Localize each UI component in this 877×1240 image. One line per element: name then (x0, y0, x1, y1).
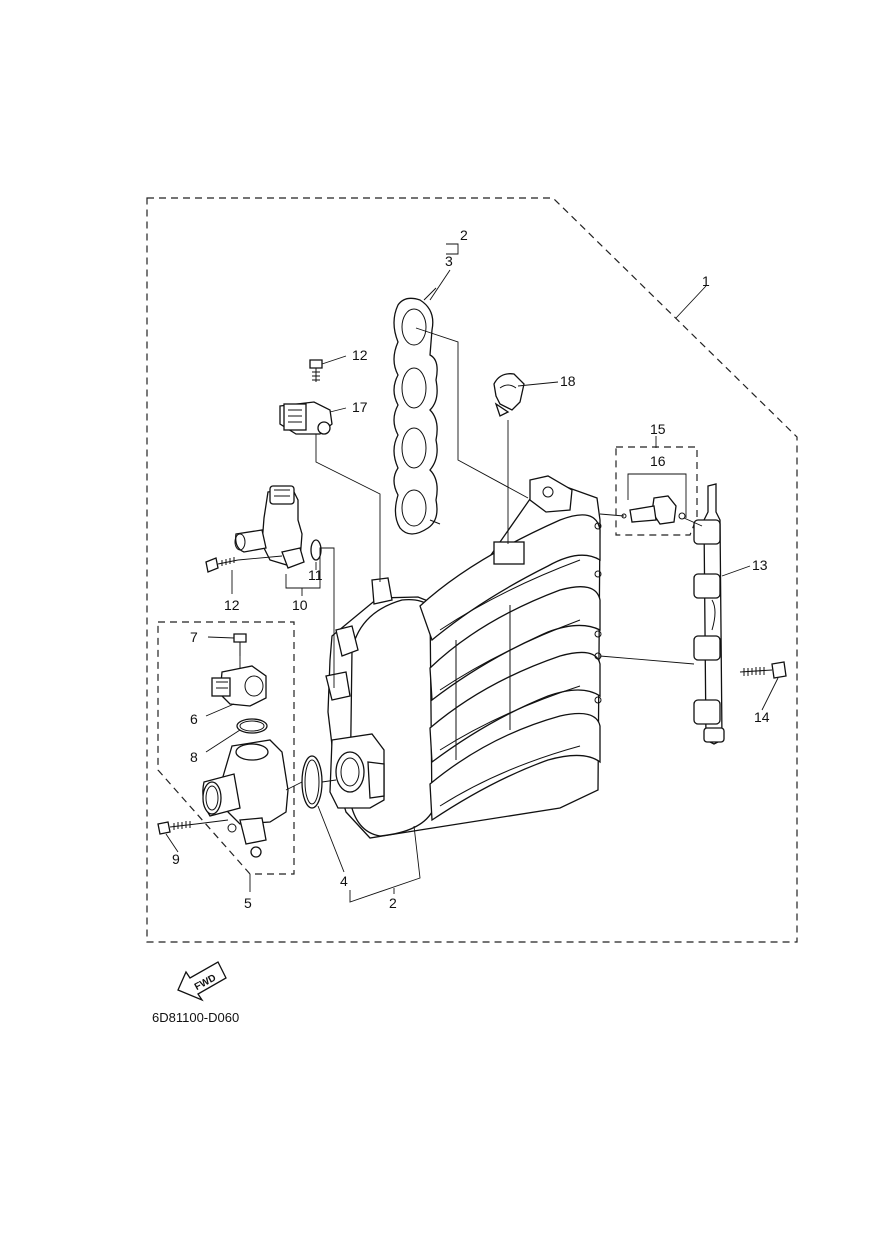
callout-14: 14 (754, 709, 770, 725)
callout-7: 7 (190, 629, 198, 645)
callout-15: 15 (650, 421, 666, 437)
idle-air-control-valve (234, 485, 322, 569)
fwd-arrow: FWD (177, 961, 227, 1002)
callout-11: 11 (308, 567, 323, 583)
callout-17: 17 (352, 399, 368, 415)
intake-manifold (325, 475, 602, 839)
callout-3: 3 (445, 253, 453, 269)
callout-4: 4 (340, 873, 348, 889)
callout-8: 8 (190, 749, 198, 765)
callout-16: 16 (650, 453, 666, 469)
throttle-position-sensor (211, 665, 267, 707)
throttle-body (202, 739, 289, 858)
callout-12-left: 12 (224, 597, 240, 613)
callout-6: 6 (190, 711, 198, 727)
clamp-part (493, 373, 525, 417)
diagram-code: 6D81100-D060 (152, 1010, 239, 1025)
callout-2-bottom: 2 (389, 895, 397, 911)
bolt-top (309, 359, 323, 382)
sensor-part (279, 401, 333, 435)
callout-18: 18 (560, 373, 576, 389)
assembly-boundary (146, 197, 798, 943)
screw-part (233, 633, 247, 656)
callout-1: 1 (702, 273, 710, 289)
callout-9: 9 (172, 851, 180, 867)
fuel-rail (693, 483, 725, 745)
callout-13: 13 (752, 557, 768, 573)
throttle-body-boundary (157, 621, 295, 875)
callout-10: 10 (292, 597, 308, 613)
callout-12-top: 12 (352, 347, 368, 363)
oring-manifold (301, 755, 323, 809)
manifold-gasket (393, 287, 441, 535)
fuel-injector (621, 495, 686, 525)
callout-2-top: 2 (460, 227, 468, 243)
leader-lines (165, 243, 779, 903)
bolt-left (205, 557, 239, 573)
callouts: 1 2 3 18 12 17 15 16 13 11 10 12 7 6 8 1… (172, 227, 770, 911)
bolt-rail (739, 661, 787, 679)
callout-5: 5 (244, 895, 252, 911)
bolt-throttle (157, 821, 197, 835)
oring-throttle (236, 718, 268, 734)
